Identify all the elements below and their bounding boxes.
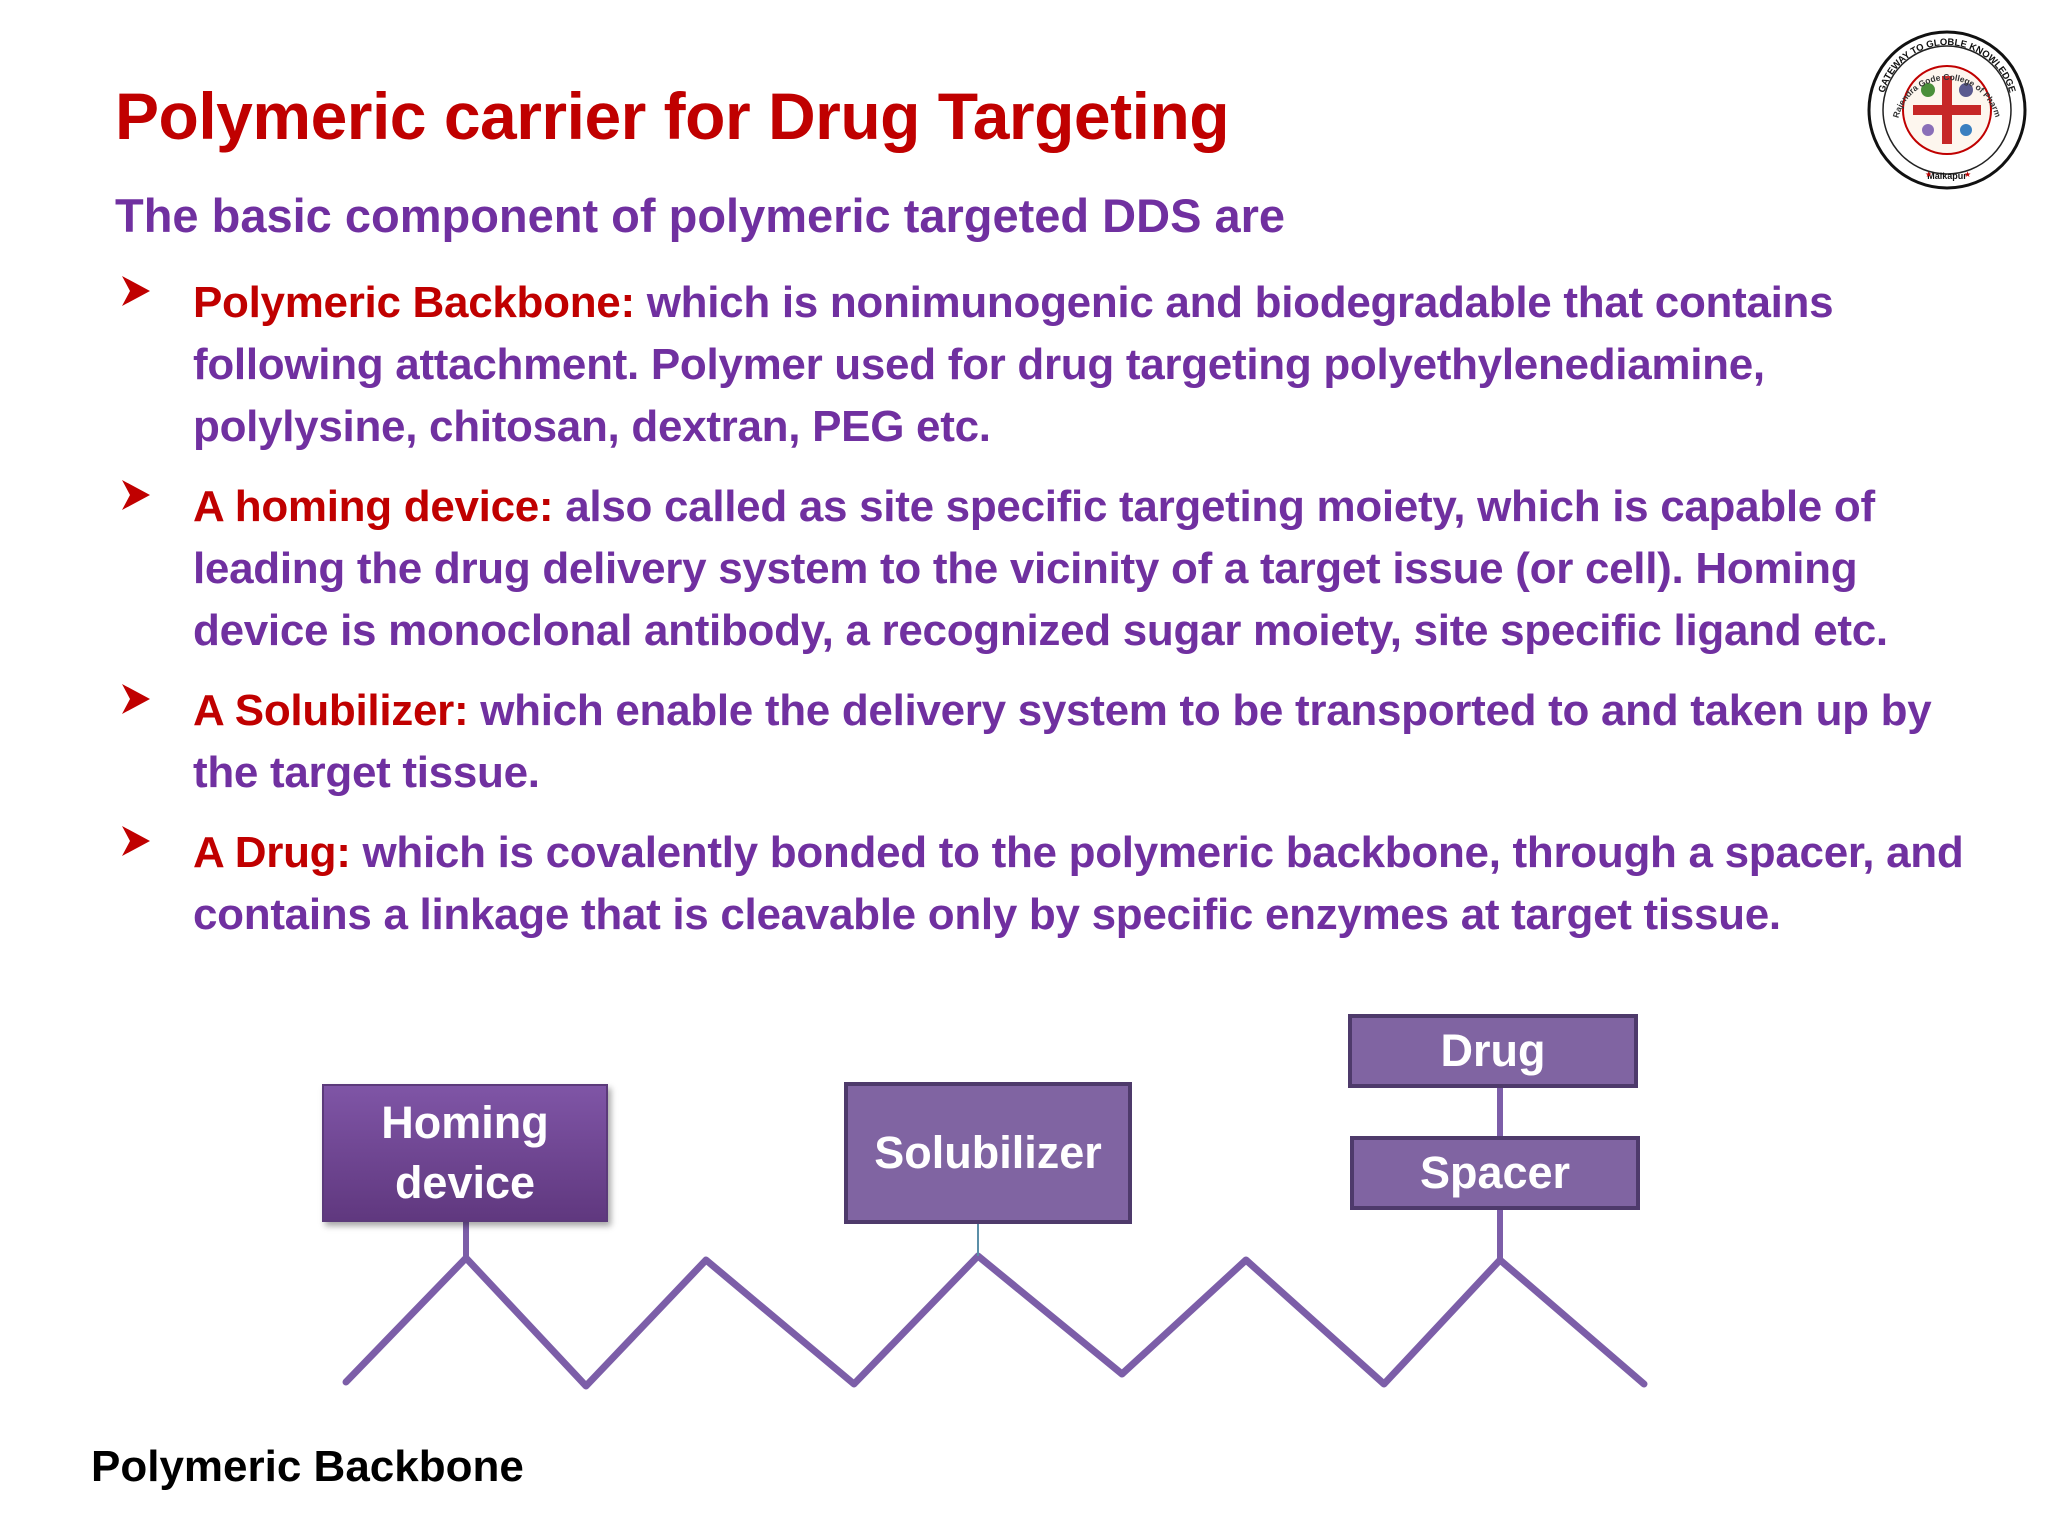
spacer-box: Spacer [1350, 1136, 1640, 1210]
bullet-text: A homing device: also called as site spe… [193, 476, 1965, 662]
bullet-text: A Solubilizer: which enable the delivery… [193, 680, 1965, 804]
bullet-description: which is covalently bonded to the polyme… [193, 828, 1964, 939]
logo-location: Malkapur [1927, 171, 1967, 181]
homing-device-box: Homing device [322, 1084, 608, 1222]
svg-text:★: ★ [1925, 170, 1932, 179]
bullet-term: A homing device: [193, 482, 554, 531]
bullet-description: also called as site specific targeting m… [193, 482, 1888, 655]
slide-title: Polymeric carrier for Drug Targeting [115, 79, 1230, 153]
bullet-term: A Solubilizer: [193, 686, 469, 735]
arrowhead-bullet-icon [122, 826, 150, 856]
bullet-term: A Drug: [193, 828, 351, 877]
svg-text:★: ★ [1964, 170, 1971, 179]
backbone-zigzag [342, 1252, 1648, 1390]
bullet-description: which is nonimunogenic and biodegradable… [193, 278, 1834, 451]
bullet-description: which enable the delivery system to be t… [193, 686, 1932, 797]
bullet-text: Polymeric Backbone: which is nonimunogen… [193, 272, 1965, 458]
arrowhead-bullet-icon [122, 480, 150, 510]
drug-box: Drug [1348, 1014, 1638, 1088]
diagram-caption: Polymeric Backbone [91, 1442, 524, 1491]
solubilizer-box: Solubilizer [844, 1082, 1132, 1224]
bullet-text: A Drug: which is covalently bonded to th… [193, 822, 1965, 946]
arrowhead-bullet-icon [122, 684, 150, 714]
bullet-term: Polymeric Backbone: [193, 278, 635, 327]
bullet-solubilizer: A Solubilizer: which enable the delivery… [115, 680, 1965, 804]
bullet-homing-device: A homing device: also called as site spe… [115, 476, 1965, 662]
bullet-polymeric-backbone: Polymeric Backbone: which is nonimunogen… [115, 272, 1965, 458]
bullet-drug: A Drug: which is covalently bonded to th… [115, 822, 1965, 946]
slide-subtitle: The basic component of polymeric targete… [115, 189, 1286, 242]
bullet-list: Polymeric Backbone: which is nonimunogen… [115, 272, 1965, 964]
arrowhead-bullet-icon [122, 276, 150, 306]
college-logo: GATEWAY TO GLOBLE KNOWLEDGE Dr. Rajendra… [1862, 18, 2027, 190]
